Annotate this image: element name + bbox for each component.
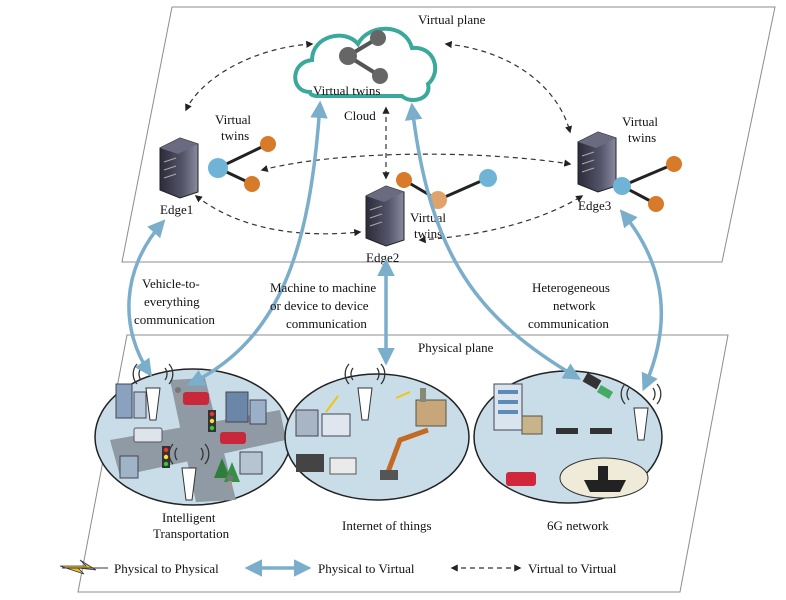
building-icon (115, 383, 267, 479)
edge3-node: Edge3 Virtual twins (577, 114, 682, 213)
server-icon (159, 137, 199, 199)
edge1-twins-label-2: twins (221, 128, 249, 143)
cloud-edge1-link (185, 40, 314, 112)
antenna-tower-icon (620, 383, 662, 441)
lightning-icon (59, 559, 97, 575)
factory-icon (415, 388, 447, 427)
virtual-plane: Virtual plane (121, 6, 776, 263)
antenna-tower-icon (344, 363, 386, 421)
car-icon (133, 392, 246, 444)
v2x-label-2: everything (144, 294, 200, 309)
physical-plane-title: Physical plane (418, 340, 494, 355)
legend-label-1: Physical to Physical (114, 561, 219, 576)
printer-icon (296, 454, 357, 475)
cloud-twins-label: Virtual twins (313, 83, 380, 98)
hetero-label-1: Heterogeneous (532, 280, 610, 295)
ship-icon (559, 457, 649, 499)
drone-icon (556, 428, 612, 434)
cloud-label: Cloud (344, 108, 376, 123)
legend: Physical to Physical Physical to Virtual… (59, 559, 617, 577)
edge3-6g-link (619, 209, 664, 392)
region-label-1a: Intelligent (162, 510, 216, 525)
legend-item-virtual-to-virtual: Virtual to Virtual (450, 561, 617, 576)
virtual-plane-title: Virtual plane (418, 12, 486, 27)
edge2-label: Edge2 (366, 250, 399, 265)
region-internet-of-things: Internet of things (284, 363, 470, 533)
m2m-label-3: communication (286, 316, 367, 331)
legend-item-physical-to-virtual: Physical to Virtual (244, 559, 415, 577)
cloud-node: Virtual twins Cloud (293, 26, 438, 123)
robot-arm-icon (380, 427, 429, 480)
edge2-twins-label-1: Virtual (410, 210, 446, 225)
region-label-3: 6G network (547, 518, 609, 533)
hetero-label-3: communication (528, 316, 609, 331)
communication-labels: Vehicle-to- everything communication Mac… (134, 276, 610, 331)
edge1-twins-label-1: Virtual (215, 112, 251, 127)
region-label-2: Internet of things (342, 518, 432, 533)
edge3-twins-label-1: Virtual (622, 114, 658, 129)
traffic-light-icon (162, 410, 216, 468)
physical-to-virtual-links (127, 100, 664, 392)
m2m-label-1: Machine to machine (270, 280, 376, 295)
edge3-twins-label-2: twins (628, 130, 656, 145)
arrow-blue-small-icon (325, 391, 411, 413)
region-6g-network: 6G network (473, 370, 663, 533)
region-label-1b: Transportation (153, 526, 230, 541)
edge1-label: Edge1 (160, 202, 193, 217)
twin-graph-icon (613, 156, 682, 212)
legend-label-2: Physical to Virtual (318, 561, 415, 576)
building-icon (493, 383, 543, 435)
share-icon (339, 30, 388, 84)
building-icon (295, 409, 351, 437)
cloud-6g-link (404, 102, 582, 380)
hetero-label-2: network (553, 298, 596, 313)
cloud-transport-link (186, 100, 328, 386)
m2m-label-2: or device to device (270, 298, 369, 313)
edge3-label: Edge3 (578, 198, 611, 213)
satellite-icon (582, 372, 614, 399)
v2x-label-1: Vehicle-to- (142, 276, 200, 291)
person-icon (175, 387, 233, 491)
server-icon (365, 185, 405, 247)
legend-item-physical-to-physical: Physical to Physical (59, 559, 219, 576)
car-icon (506, 472, 536, 486)
edge1-transport-link (127, 219, 166, 377)
v2x-label-3: communication (134, 312, 215, 327)
region-intelligent-transportation: Intelligent Transportation (94, 363, 292, 541)
legend-label-3: Virtual to Virtual (528, 561, 617, 576)
server-icon (577, 131, 617, 193)
